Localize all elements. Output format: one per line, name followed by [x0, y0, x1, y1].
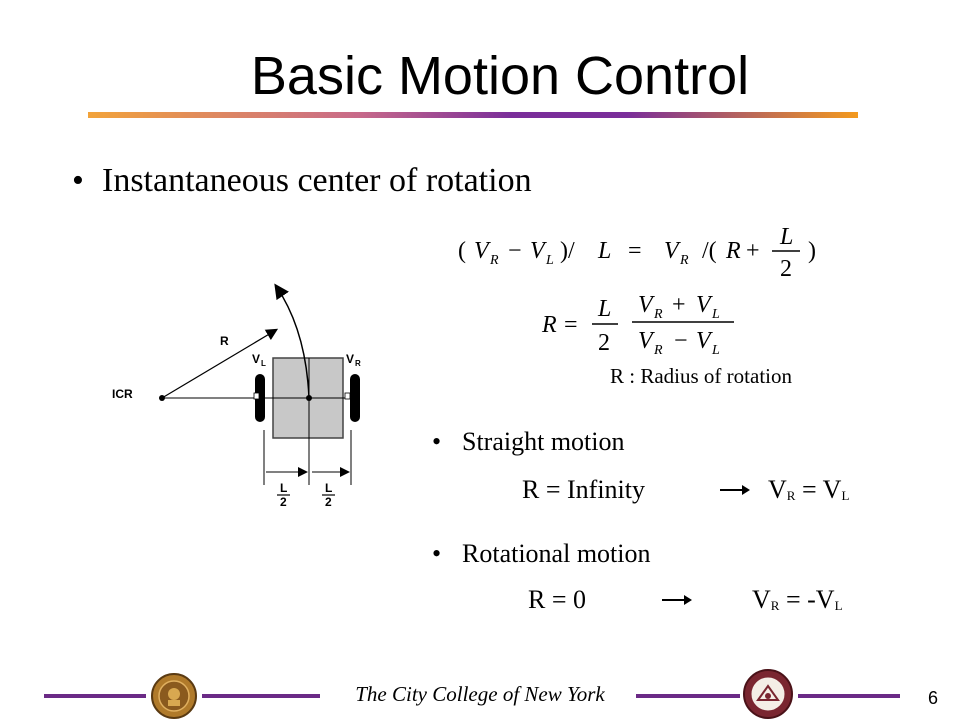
dim-right-den: 2 [325, 495, 332, 509]
vr-sub-label: R [355, 359, 361, 368]
dim-right-num: L [325, 481, 332, 495]
dim-left-num: L [280, 481, 287, 495]
eq2-frac1-den: 2 [598, 330, 610, 356]
straight-motion-v-relation: VR = VL [768, 474, 849, 512]
title-underline [88, 112, 858, 118]
left-seal-icon [151, 673, 197, 719]
icr-diagram: R V L V R ICR L 2 L 2 [112, 283, 361, 509]
eq1-slash-paren: /( [702, 238, 717, 264]
eq2-num-vl: V [696, 292, 713, 318]
eq2-num-vl-sub: L [711, 307, 720, 322]
eq1-plus: + [746, 238, 760, 264]
vr-label: V [346, 352, 354, 366]
eq1-vl: V [530, 238, 547, 264]
robot-center-point [306, 395, 312, 401]
footer-rule-3 [636, 694, 740, 698]
right-wheel [350, 374, 360, 422]
motion-arc [274, 283, 310, 399]
equation-icr-ratio: ( V R − V L )/ L = V R /( R + L 2 ) [458, 224, 816, 282]
eq1-vr: V [474, 238, 491, 264]
eq2-den-vr-sub: R [653, 343, 663, 358]
eq2-num-vr-sub: R [653, 307, 663, 322]
eq2-num-plus: + [672, 292, 686, 318]
vr-text: V [768, 475, 787, 504]
relation-text: = V [795, 475, 842, 504]
eq1-L: L [597, 238, 611, 264]
eq1-vr2: V [664, 238, 681, 264]
rotational-motion-bullet: • Rotational motion [432, 538, 651, 570]
dim-left-den: 2 [280, 495, 287, 509]
right-wheel-hub [344, 392, 351, 400]
main-bullet-text: Instantaneous center of rotation [102, 162, 532, 199]
page-number: 6 [928, 688, 939, 708]
arrow-right-icon [720, 485, 750, 495]
eq1-frac-num: L [779, 224, 793, 250]
eq2-R: R [541, 312, 557, 338]
icr-label: ICR [112, 387, 133, 401]
footer-rule-1 [44, 694, 146, 698]
page-title: Basic Motion Control [250, 46, 750, 106]
eq1-vr2-sub: R [679, 253, 689, 268]
eq2-den-vr: V [638, 328, 655, 354]
footer-institution: The City College of New York [355, 682, 605, 706]
relation-text: = -V [779, 585, 835, 614]
main-bullet: • Instantaneous center of rotation [72, 160, 532, 202]
vl-sub: L [834, 598, 843, 613]
eq1-close-slash: )/ [560, 238, 575, 264]
eq1-vr-sub: R [489, 253, 499, 268]
eq2-den-vl-sub: L [711, 343, 720, 358]
radius-arrow [161, 328, 279, 399]
eq2-equals: = [564, 312, 578, 338]
eq1-frac-den: 2 [780, 256, 792, 282]
radius-label: R [220, 334, 229, 348]
straight-motion-label: Straight motion [462, 427, 625, 456]
footer-rule-4 [798, 694, 900, 698]
eq1-equals: = [628, 238, 642, 264]
left-wheel [255, 374, 265, 422]
eq2-frac1-num: L [597, 296, 611, 322]
radius-caption: R : Radius of rotation [610, 364, 792, 388]
bullet-dot: • [432, 539, 442, 568]
vl-label: V [252, 352, 260, 366]
eq2-num-vr: V [638, 292, 655, 318]
bullet-dot: • [432, 427, 442, 456]
vr-sub: R [770, 598, 780, 613]
left-wheel-hub [253, 392, 260, 400]
vr-text: V [752, 585, 771, 614]
arrow-right-icon [662, 595, 692, 605]
eq2-den-minus: − [674, 328, 688, 354]
eq1-open-paren: ( [458, 238, 466, 264]
eq1-R: R [725, 238, 741, 264]
eq1-close: ) [808, 238, 816, 264]
eq1-minus: − [508, 238, 522, 264]
eq1-vl-sub: L [545, 253, 554, 268]
robotics-lab-badge-icon [743, 669, 793, 719]
vr-sub: R [786, 488, 796, 503]
equation-radius: R = L 2 V R + V L V R − V L [541, 292, 734, 358]
rotational-motion-r: R = 0 [528, 585, 587, 614]
straight-motion-r: R = Infinity [522, 475, 645, 504]
rotational-motion-label: Rotational motion [462, 539, 651, 568]
straight-motion-bullet: • Straight motion [432, 426, 625, 458]
footer-rule-2 [202, 694, 320, 698]
rotational-motion-v-relation: VR = -VL [752, 584, 843, 622]
vl-sub-label: L [261, 359, 266, 368]
vl-sub: L [841, 488, 850, 503]
bullet-dot: • [72, 162, 84, 199]
eq2-den-vl: V [696, 328, 713, 354]
